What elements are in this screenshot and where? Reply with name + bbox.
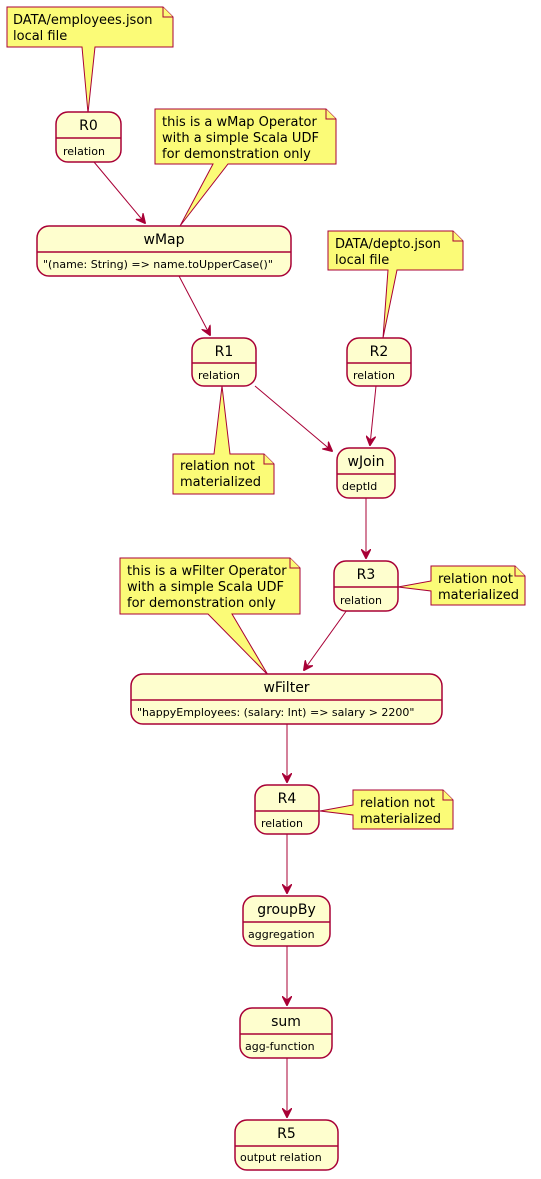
state-r1-title: R1	[215, 344, 234, 360]
note-employees: DATA/employees.json local file	[6, 6, 174, 114]
state-wmap: wMap "(name: String) => name.toUpperCase…	[36, 225, 292, 277]
state-r4-title: R4	[278, 791, 297, 807]
state-r1-desc: relation	[198, 369, 240, 382]
state-r3-desc: relation	[340, 594, 382, 607]
note-depto-line-2: local file	[335, 253, 389, 268]
note-r4-line-1: relation not	[360, 796, 435, 811]
edge-r1-wjoin	[254, 385, 332, 451]
note-r3-line-2: materialized	[438, 588, 519, 603]
note-wmap: this is a wMap Operator with a simple Sc…	[154, 108, 337, 227]
note-wfilter-line-1: this is a wFilter Operator	[127, 564, 287, 579]
state-wjoin-title: wJoin	[348, 454, 385, 470]
state-r4-desc: relation	[261, 817, 303, 830]
note-wfilter-line-2: with a simple Scala UDF	[127, 580, 284, 595]
state-groupby-title: groupBy	[257, 902, 316, 918]
state-wfilter-title: wFilter	[263, 680, 309, 696]
state-groupby-desc: aggregation	[248, 928, 315, 941]
edge-r2-wjoin	[370, 385, 377, 445]
state-sum-title: sum	[271, 1014, 301, 1030]
state-wmap-desc: "(name: String) => name.toUpperCase()"	[43, 258, 273, 271]
state-r5-title: R5	[277, 1126, 296, 1142]
state-r0-title: R0	[79, 118, 98, 134]
state-r5: R5 output relation	[234, 1119, 339, 1171]
edge-wmap-r1	[178, 275, 210, 335]
state-wfilter-desc: "happyEmployees: (salary: Int) => salary…	[137, 706, 414, 719]
state-r0: R0 relation	[55, 111, 122, 163]
state-groupby: groupBy aggregation	[242, 895, 331, 947]
note-r3-line-1: relation not	[438, 572, 513, 587]
note-r4: relation not materialized	[319, 789, 454, 830]
note-r3: relation not materialized	[397, 565, 526, 606]
edges	[93, 161, 377, 1117]
note-r1: relation not materialized	[172, 385, 275, 495]
state-r2: R2 relation	[346, 337, 412, 387]
edge-r3-wfilter	[304, 609, 348, 670]
state-r1: R1 relation	[191, 337, 257, 387]
state-r3: R3 relation	[333, 560, 399, 612]
state-wmap-title: wMap	[144, 232, 185, 248]
state-sum: sum agg-function	[239, 1007, 333, 1059]
note-wmap-line-2: with a simple Scala UDF	[162, 131, 319, 146]
state-r0-desc: relation	[63, 145, 105, 158]
note-r4-line-2: materialized	[360, 812, 441, 827]
note-depto-line-1: DATA/depto.json	[335, 237, 441, 252]
note-depto: DATA/depto.json local file	[327, 230, 464, 339]
note-r1-line-2: materialized	[180, 475, 261, 490]
note-employees-line-2: local file	[13, 29, 67, 44]
state-r3-title: R3	[357, 567, 376, 583]
state-r5-desc: output relation	[240, 1151, 322, 1164]
state-r4: R4 relation	[254, 784, 320, 835]
state-wjoin: wJoin deptId	[336, 447, 396, 499]
note-r1-line-1: relation not	[180, 459, 255, 474]
note-wfilter: this is a wFilter Operator with a simple…	[119, 557, 301, 676]
state-sum-desc: agg-function	[245, 1040, 315, 1053]
note-wfilter-line-3: for demonstration only	[127, 596, 276, 611]
state-wjoin-desc: deptId	[342, 480, 377, 493]
state-wfilter: wFilter "happyEmployees: (salary: Int) =…	[130, 673, 443, 725]
note-employees-line-1: DATA/employees.json	[13, 13, 153, 28]
state-r2-desc: relation	[353, 369, 395, 382]
note-wmap-line-3: for demonstration only	[162, 147, 311, 162]
note-wmap-line-1: this is a wMap Operator	[162, 115, 318, 130]
edge-r0-wmap	[93, 161, 145, 223]
state-r2-title: R2	[370, 344, 389, 360]
